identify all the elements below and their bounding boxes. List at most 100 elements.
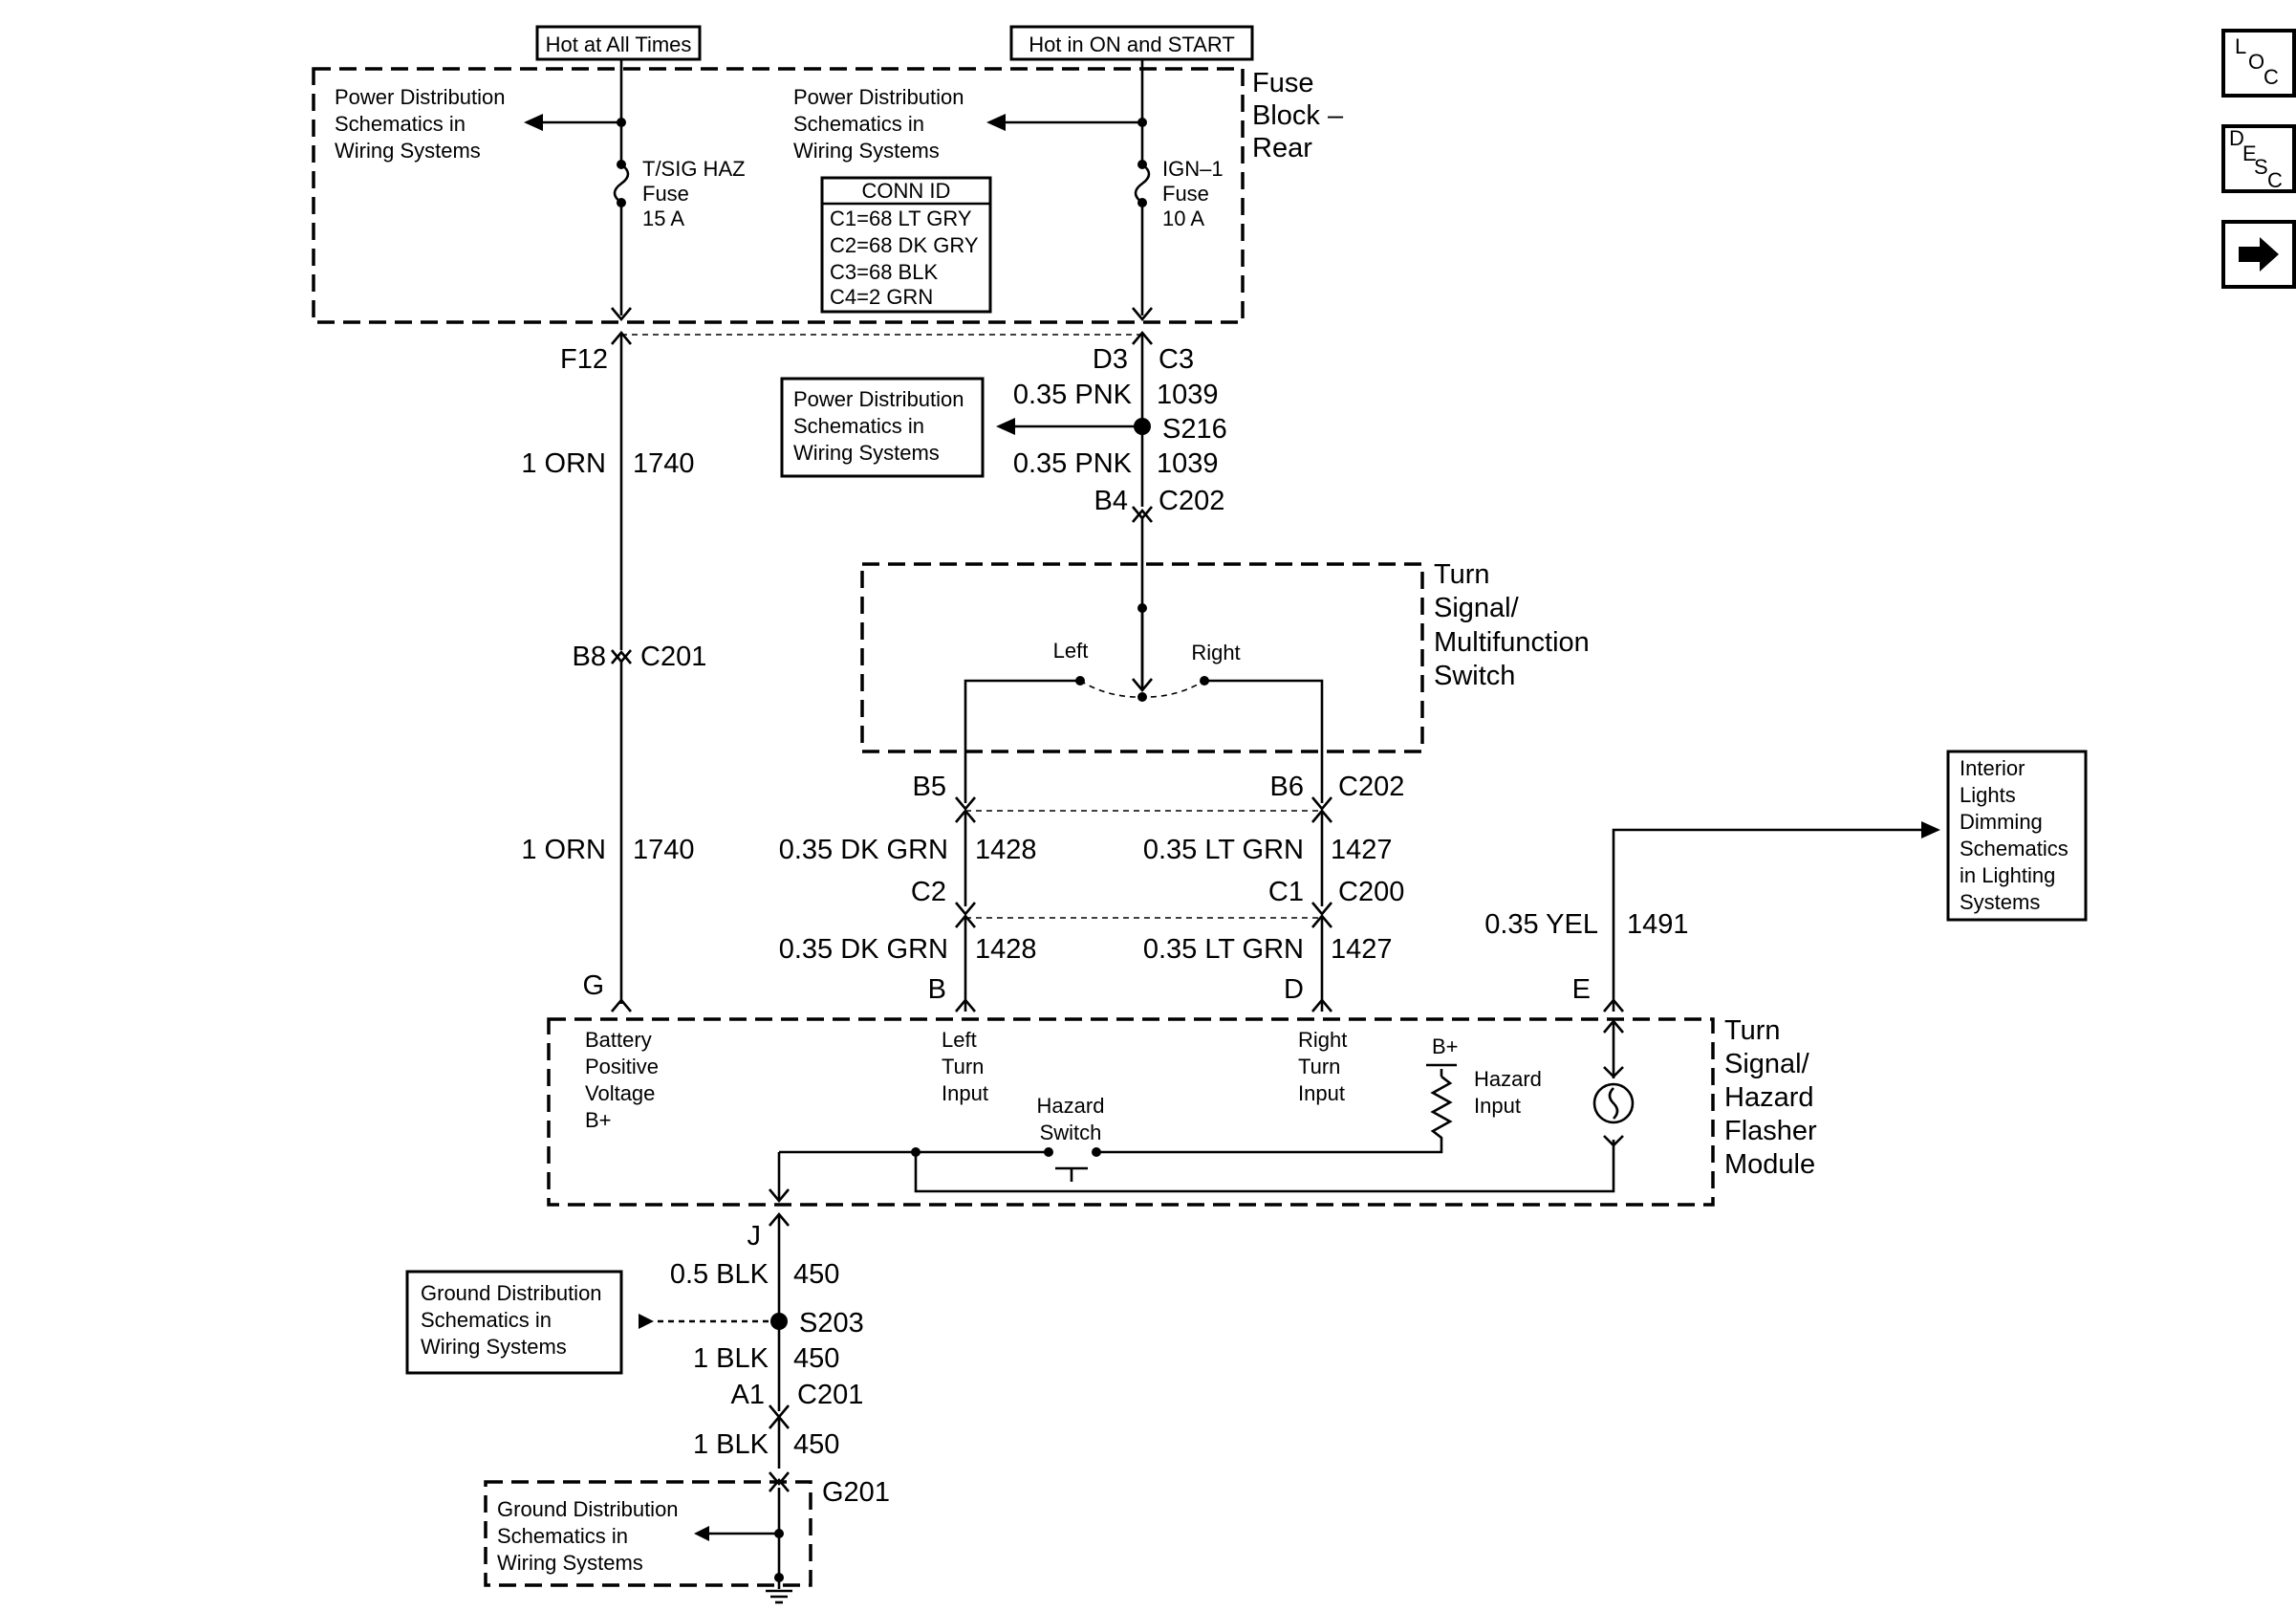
fuse-symbol-left xyxy=(613,163,630,205)
svg-text:Schematics in: Schematics in xyxy=(497,1524,628,1548)
fuse-ign1: IGN–1 Fuse 10 A xyxy=(1162,157,1224,230)
svg-text:1 ORN: 1 ORN xyxy=(521,448,606,479)
svg-text:B8: B8 xyxy=(573,642,606,672)
svg-text:1 ORN: 1 ORN xyxy=(521,835,606,865)
svg-text:G: G xyxy=(582,970,604,1001)
left-turn-input-label: Left Turn Input xyxy=(942,1028,988,1105)
svg-text:C4=2 GRN: C4=2 GRN xyxy=(830,285,933,309)
svg-text:in Lighting: in Lighting xyxy=(1960,863,2055,887)
svg-text:Positive: Positive xyxy=(585,1055,659,1078)
svg-text:C2=68 DK GRY: C2=68 DK GRY xyxy=(830,233,979,257)
svg-text:Multifunction: Multifunction xyxy=(1434,627,1590,658)
loc-button[interactable]: L O C xyxy=(2221,29,2296,98)
svg-text:450: 450 xyxy=(793,1343,839,1374)
hazard-switch-label: Hazard Switch xyxy=(1037,1094,1105,1144)
right-turn-ltgrn-circuit: B6 C202 0.35 LT GRN 1427 C1 C200 0.35 LT… xyxy=(1143,772,1405,1005)
svg-text:J: J xyxy=(747,1221,762,1252)
svg-text:0.35 DK GRN: 0.35 DK GRN xyxy=(779,934,948,965)
svg-text:Turn: Turn xyxy=(1434,559,1490,590)
svg-text:Input: Input xyxy=(1474,1094,1521,1118)
svg-text:Module: Module xyxy=(1724,1149,1815,1180)
svg-text:450: 450 xyxy=(793,1259,839,1290)
fuse-block-rear: Fuse Block – Rear xyxy=(312,67,1344,324)
svg-text:D: D xyxy=(2229,126,2244,150)
svg-text:Fuse: Fuse xyxy=(1162,182,1209,206)
svg-text:B4: B4 xyxy=(1094,486,1128,516)
fuse-center-power-ref: Power Distribution Schematics in Wiring … xyxy=(793,85,964,163)
svg-text:Power Distribution: Power Distribution xyxy=(793,387,964,411)
svg-text:Turn: Turn xyxy=(1724,1015,1781,1046)
fuse-symbol-right xyxy=(1134,163,1151,205)
svg-text:C: C xyxy=(2264,65,2279,89)
svg-text:1039: 1039 xyxy=(1157,448,1219,479)
fuse-tsig-haz: T/SIG HAZ Fuse 15 A xyxy=(642,157,746,230)
svg-text:S: S xyxy=(2254,155,2268,179)
svg-text:C: C xyxy=(2267,168,2283,192)
svg-text:B5: B5 xyxy=(913,772,946,802)
next-button[interactable] xyxy=(2221,220,2296,289)
svg-text:1039: 1039 xyxy=(1157,380,1219,410)
svg-text:1 BLK: 1 BLK xyxy=(693,1343,769,1374)
ign-power-ref: Power Distribution Schematics in Wiring … xyxy=(780,377,985,478)
ground-g201-block: Ground Distribution Schematics in Wiring… xyxy=(484,1480,812,1587)
arrow-right-icon xyxy=(2239,237,2279,272)
desc-button[interactable]: D E S C xyxy=(2221,124,2296,193)
svg-text:C1: C1 xyxy=(1268,877,1304,907)
svg-text:C3=68 BLK: C3=68 BLK xyxy=(830,260,938,284)
svg-text:Signal/: Signal/ xyxy=(1724,1049,1810,1079)
ground-distribution-ref-1: Ground Distribution Schematics in Wiring… xyxy=(405,1270,623,1375)
svg-text:0.5 BLK: 0.5 BLK xyxy=(670,1259,769,1290)
svg-text:S203: S203 xyxy=(799,1308,864,1339)
arrow-left-icon xyxy=(996,418,1015,435)
svg-text:Wiring Systems: Wiring Systems xyxy=(793,441,940,465)
ground-blk-circuit: J 0.5 BLK 450 S203 1 BLK 450 A1 C201 1 B… xyxy=(670,1221,890,1508)
svg-text:Hot at All Times: Hot at All Times xyxy=(546,33,692,56)
svg-text:D: D xyxy=(1284,974,1304,1005)
svg-text:D3: D3 xyxy=(1093,344,1128,375)
svg-text:Rear: Rear xyxy=(1252,133,1312,163)
left-turn-dkgrn-circuit: B5 0.35 DK GRN 1428 C2 0.35 DK GRN 1428 … xyxy=(779,772,1037,1005)
svg-text:C3: C3 xyxy=(1159,344,1194,375)
svg-text:450: 450 xyxy=(793,1429,839,1460)
arrow-right-icon xyxy=(639,1314,654,1329)
svg-text:1740: 1740 xyxy=(633,835,695,865)
svg-text:F12: F12 xyxy=(560,344,608,375)
svg-text:0.35 DK GRN: 0.35 DK GRN xyxy=(779,835,948,865)
ign-pnk-circuit: D3 C3 0.35 PNK 1039 S216 0.35 PNK 1039 B… xyxy=(1013,344,1227,516)
svg-text:Schematics in: Schematics in xyxy=(335,112,466,136)
svg-text:Hot in ON and START: Hot in ON and START xyxy=(1029,33,1235,56)
interior-lights-ref: Interior Lights Dimming Schematics in Li… xyxy=(1946,750,2088,922)
svg-text:Schematics in: Schematics in xyxy=(793,414,924,438)
svg-text:C2: C2 xyxy=(911,877,946,907)
battery-input-label: Battery Positive Voltage B+ xyxy=(585,1028,659,1132)
svg-text:0.35 YEL: 0.35 YEL xyxy=(1484,909,1598,940)
svg-text:Wiring Systems: Wiring Systems xyxy=(793,139,940,163)
svg-text:L: L xyxy=(2235,34,2246,58)
svg-text:C201: C201 xyxy=(640,642,706,672)
svg-text:C202: C202 xyxy=(1159,486,1224,516)
svg-text:1 BLK: 1 BLK xyxy=(693,1429,769,1460)
svg-text:C202: C202 xyxy=(1338,772,1404,802)
svg-text:1427: 1427 xyxy=(1331,934,1393,965)
svg-text:B+: B+ xyxy=(1432,1034,1459,1058)
svg-text:Interior: Interior xyxy=(1960,756,2025,780)
svg-text:B: B xyxy=(928,974,946,1005)
svg-text:E: E xyxy=(1572,974,1591,1005)
svg-text:Hazard: Hazard xyxy=(1474,1067,1542,1091)
svg-text:Turn: Turn xyxy=(942,1055,984,1078)
flasher-element-icon xyxy=(1592,1082,1635,1124)
svg-text:Power Distribution: Power Distribution xyxy=(335,85,506,109)
svg-text:Battery: Battery xyxy=(585,1028,652,1052)
svg-text:10 A: 10 A xyxy=(1162,207,1204,230)
conn-id-table: CONN ID C1=68 LT GRY C2=68 DK GRY C3=68 … xyxy=(820,176,992,314)
svg-text:Left: Left xyxy=(942,1028,977,1052)
svg-text:Voltage: Voltage xyxy=(585,1081,655,1105)
arrow-right-icon xyxy=(1921,821,1940,838)
svg-text:Right: Right xyxy=(1298,1028,1347,1052)
svg-text:1427: 1427 xyxy=(1331,835,1393,865)
svg-text:Signal/: Signal/ xyxy=(1434,593,1520,623)
svg-text:A1: A1 xyxy=(731,1380,765,1410)
svg-text:1428: 1428 xyxy=(975,835,1037,865)
turn-signal-multifunction-switch: Turn Signal/ Multifunction Switch Left R… xyxy=(860,559,1590,753)
svg-text:CONN ID: CONN ID xyxy=(862,179,951,203)
